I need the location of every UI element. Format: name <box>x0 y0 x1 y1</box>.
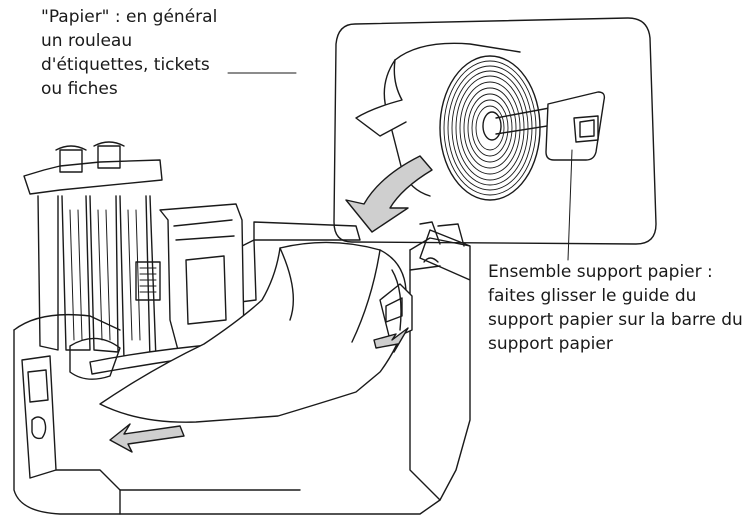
holder-callout-line-3: support papier sur la barre du <box>488 310 743 330</box>
eject-arrow <box>109 423 185 453</box>
inset-frame <box>333 17 657 245</box>
print-head-assembly <box>23 141 245 361</box>
insert-arrow <box>345 155 433 233</box>
holder-callout-line-1: Ensemble support papier : <box>488 262 713 282</box>
holder-callout-line-4: support papier <box>488 334 613 354</box>
paper-callout: "Papier" : en général un rouleau d'étiqu… <box>41 5 217 101</box>
holder-callout-line-2: faites glisser le guide du <box>488 286 697 306</box>
paper-callout-line-4: ou fiches <box>41 79 118 99</box>
holder-callout: Ensemble support papier : faites glisser… <box>488 260 743 356</box>
paper-callout-line-3: d'étiquettes, tickets <box>41 55 210 75</box>
paper-callout-line-2: un rouleau <box>41 31 133 51</box>
leader-lines <box>227 72 573 261</box>
paper-web <box>99 241 407 423</box>
holder-arrow <box>373 327 409 353</box>
printer-paper-holder <box>379 269 413 341</box>
paper-callout-line-1: "Papier" : en général <box>41 7 218 27</box>
paper-roll <box>355 42 606 201</box>
